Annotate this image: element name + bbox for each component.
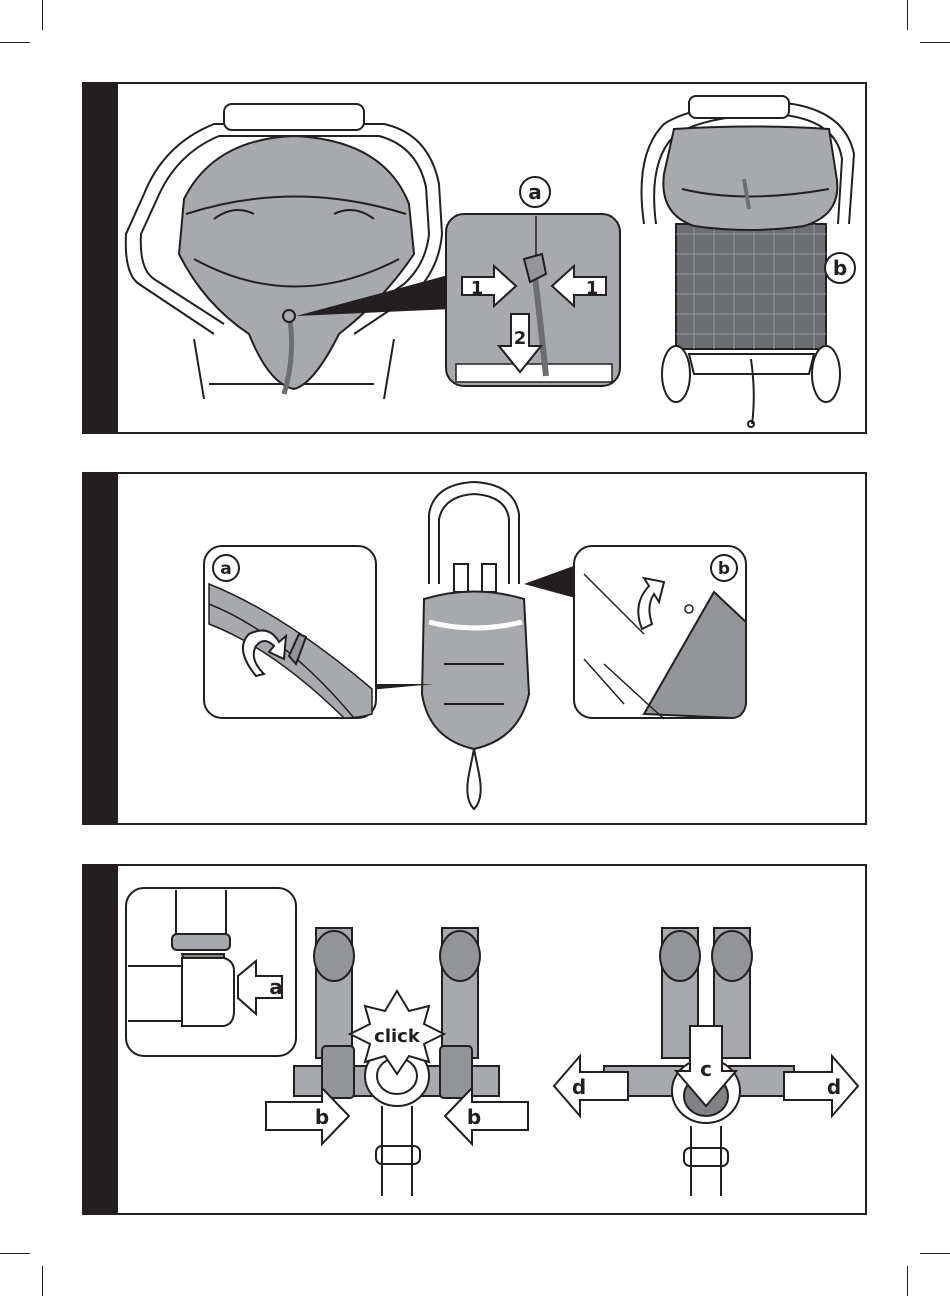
instruction-panel-2: a b xyxy=(82,472,867,825)
crop-mark xyxy=(907,0,908,30)
crop-mark xyxy=(0,1253,30,1254)
arrow-1-left-label: 1 xyxy=(471,278,484,299)
arrow-b-left-label: b xyxy=(315,1105,329,1129)
footmuff-removal-illustration: a 1 1 2 b xyxy=(84,84,865,432)
crop-mark xyxy=(42,1266,43,1296)
inset-a-detail xyxy=(446,214,620,386)
harness-left-illustration xyxy=(266,928,528,1196)
crop-mark xyxy=(920,1253,950,1254)
crop-mark xyxy=(907,1266,908,1296)
instruction-panel-1: a 1 1 2 b xyxy=(82,82,867,434)
inset-buckle-detail xyxy=(126,888,296,1056)
crop-mark xyxy=(0,42,30,43)
crop-mark xyxy=(920,42,950,43)
callout-a-label: a xyxy=(220,559,231,579)
crop-mark xyxy=(42,0,43,30)
callout-b-label: b xyxy=(833,256,847,280)
click-label: click xyxy=(374,1026,421,1047)
arrow-2-label: 2 xyxy=(514,328,527,349)
harness-buckle-illustration: a click b b xyxy=(84,866,865,1213)
center-stroller-illustration xyxy=(422,482,529,809)
arrow-1-right-label: 1 xyxy=(586,278,599,299)
inset-arrow-a-label: a xyxy=(269,975,283,999)
arrow-d-right-label: d xyxy=(827,1075,841,1099)
callout-b-label: b xyxy=(718,559,730,579)
arrow-d-left-label: d xyxy=(572,1075,586,1099)
instruction-panel-3: a click b b xyxy=(82,864,867,1215)
arrow-b-right-label: b xyxy=(467,1105,481,1129)
stroller-b-illustration xyxy=(642,96,855,427)
arrow-c-label: c xyxy=(700,1057,712,1081)
footmuff-attach-illustration: a b xyxy=(84,474,865,823)
callout-a-label: a xyxy=(528,180,542,204)
